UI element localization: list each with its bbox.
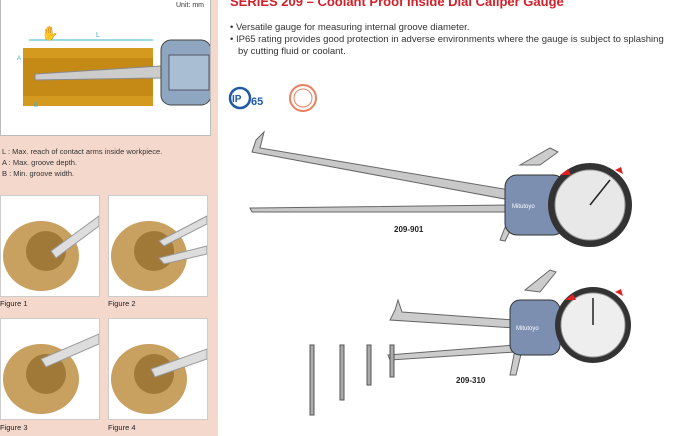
legend: L : Max. reach of contact arms inside wo… (2, 146, 162, 179)
gauge-diagram-illustration: L A B ✋ (17, 25, 212, 109)
figure-3-image (0, 318, 100, 420)
feature-list: • Versatile gauge for measuring internal… (230, 22, 670, 58)
figure-1-image (0, 195, 100, 297)
figure-4-label: Figure 4 (108, 423, 136, 432)
svg-text:A: A (17, 56, 21, 62)
figure-1-label: Figure 1 (0, 299, 28, 308)
svg-text:Mitutoyo: Mitutoyo (512, 204, 535, 210)
dimension-diagram: Unit: mm L A B ✋ (0, 0, 212, 136)
ip-rating: 65 (251, 96, 263, 108)
svg-text:B: B (34, 103, 38, 109)
figure-3-label: Figure 3 (0, 423, 28, 432)
legend-a: A : Max. groove depth. (2, 158, 78, 167)
legend-l: L : Max. reach of contact arms inside wo… (2, 147, 163, 156)
gauge-209-310: Mitutoyo (387, 269, 631, 376)
contact-points (309, 344, 395, 416)
figure-2-label: Figure 2 (108, 299, 136, 308)
page-title: SERIES 209 – Coolant Proof Inside Dial C… (230, 0, 564, 9)
model-number-209-901: 209-901 (394, 225, 424, 234)
feature-item: • IP65 rating provides good protection i… (230, 34, 664, 57)
certification-badges: IP 65 (228, 84, 317, 112)
figure-4-image (108, 318, 208, 420)
unit-label: Unit: mm (176, 2, 204, 9)
left-panel: Unit: mm L A B ✋ L : Max. reach of conta… (0, 0, 218, 436)
hand-cursor-icon: ✋ (41, 25, 58, 41)
ip-icon: IP (232, 94, 242, 105)
gauge-209-901: Mitutoyo (249, 130, 632, 247)
products-illustration: Mitutoyo Mitutoyo (249, 130, 632, 416)
figure-2-image (108, 195, 208, 297)
feature-item: • Versatile gauge for measuring internal… (230, 22, 470, 33)
svg-text:L: L (96, 32, 100, 39)
svg-text:Mitutoyo: Mitutoyo (516, 326, 539, 332)
legend-b: B : Min. groove width. (2, 169, 75, 178)
model-number-209-310: 209-310 (456, 376, 486, 385)
